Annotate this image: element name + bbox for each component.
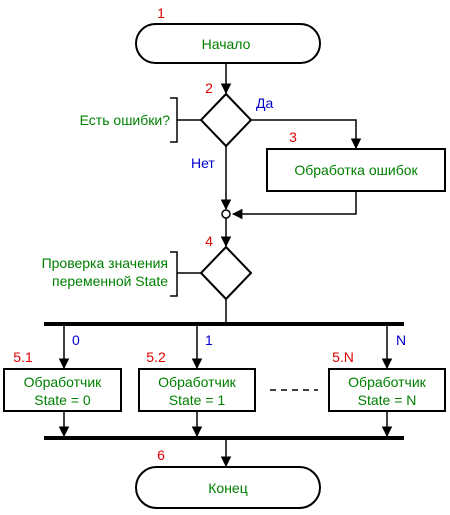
check-errors-number: 2 [205,80,213,96]
start-terminal [135,23,321,64]
handler-0-number: 5.1 [13,349,33,365]
handle-errors-number: 3 [289,129,297,145]
handler-n-line2: State = N [358,392,417,408]
handler-0-process [3,368,122,412]
check-errors-bracket [170,97,178,143]
handle-errors-label: Обработка ошибок [294,162,418,178]
check-state-question-line1: Проверка значения [42,255,168,271]
handler-0-line2: State = 0 [34,392,91,408]
check-state-decision [199,245,253,301]
arrow-handle-to-merge [231,191,357,220]
check-state-number: 4 [205,233,213,249]
end-terminal [135,466,321,509]
arrow-yes-to-handle [251,119,362,150]
end-number: 6 [157,447,165,463]
branch-0-label: 0 [72,332,80,348]
branch-1-label: 1 [205,332,213,348]
handler-1-process [138,368,256,412]
check-errors-decision [199,92,253,148]
start-number: 1 [157,5,165,21]
yes-label: Да [256,95,273,111]
handler-n-number: 5.N [332,349,354,365]
handler-n-line1: Обработчик [348,374,427,390]
handle-errors-process [266,148,446,192]
handler-1-line1: Обработчик [158,374,237,390]
no-label: Нет [191,155,215,171]
start-label: Начало [202,36,251,52]
check-errors-question: Есть ошибки? [80,112,171,128]
handler-1-number: 5.2 [146,349,166,365]
handler-1-line2: State = 1 [169,392,226,408]
branch-n-label: N [396,332,406,348]
check-state-bracket [170,251,178,297]
handler-0-line1: Обработчик [24,374,103,390]
merge-point [221,209,231,219]
end-label: Конец [208,480,247,496]
check-state-question-line2: переменной State [52,273,168,289]
